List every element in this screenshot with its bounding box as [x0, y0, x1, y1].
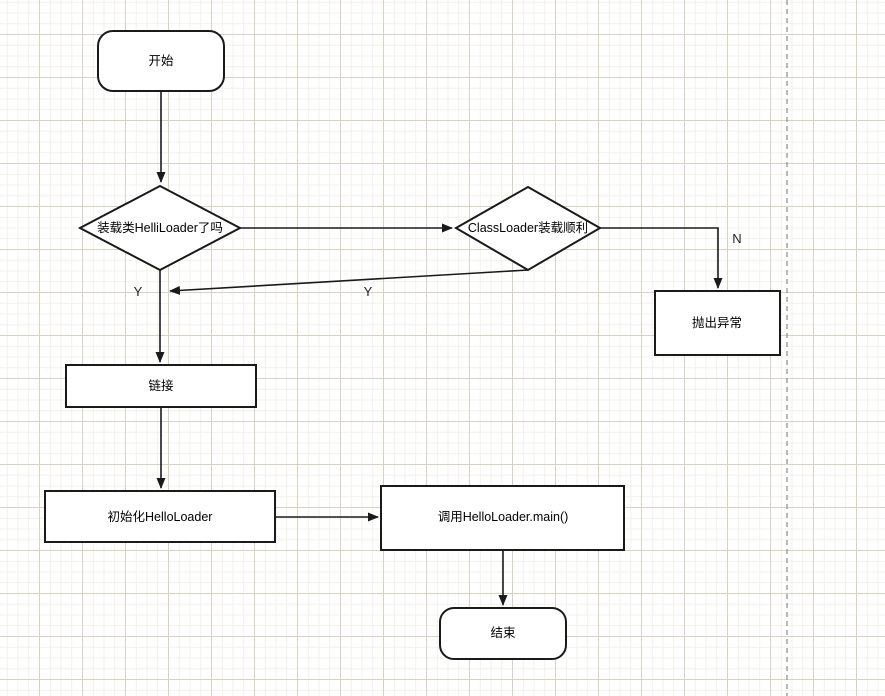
start-label: 开始 [148, 54, 174, 68]
classloader-check-diamond-shape[interactable] [453, 185, 603, 272]
node-load-check[interactable]: 装载类HelliLoader了吗 [77, 184, 243, 272]
init-helloloader-label: 初始化HelloLoader [108, 510, 213, 524]
node-end[interactable]: 结束 [439, 607, 567, 660]
node-init-helloloader[interactable]: 初始化HelloLoader [44, 490, 276, 543]
invoke-main-label: 调用HelloLoader.main() [438, 510, 569, 524]
node-invoke-main[interactable]: 调用HelloLoader.main() [380, 485, 625, 551]
throw-exception-rect-shape[interactable] [654, 290, 781, 356]
edge-classloader-check-to-throw-exception[interactable] [600, 227, 723, 289]
link-rect-shape[interactable] [65, 364, 257, 408]
node-start[interactable]: 开始 [97, 30, 225, 92]
load-check-label: 装载类HelliLoader了吗 [97, 221, 223, 235]
edge-label-yes-branch: Y [134, 284, 143, 299]
edge-classloader-check-yes-return[interactable] [169, 269, 529, 295]
throw-exception-label: 抛出异常 [692, 315, 742, 330]
start-terminator-shape[interactable] [97, 30, 225, 92]
node-link[interactable]: 链接 [65, 364, 257, 408]
link-label: 链接 [148, 378, 174, 393]
init-helloloader-rect-shape[interactable] [44, 490, 276, 543]
edge-label-yes-return: Y [364, 284, 373, 299]
end-label: 结束 [490, 626, 516, 640]
load-check-diamond-shape[interactable] [77, 184, 243, 272]
edge-label-no-branch: N [732, 231, 741, 246]
end-terminator-shape[interactable] [439, 607, 567, 660]
invoke-main-rect-shape[interactable] [380, 485, 625, 551]
node-throw-exception[interactable]: 抛出异常 [654, 290, 781, 356]
node-classloader-check[interactable]: ClassLoader装载顺利 [453, 185, 603, 272]
classloader-check-label: ClassLoader装载顺利 [468, 221, 588, 235]
